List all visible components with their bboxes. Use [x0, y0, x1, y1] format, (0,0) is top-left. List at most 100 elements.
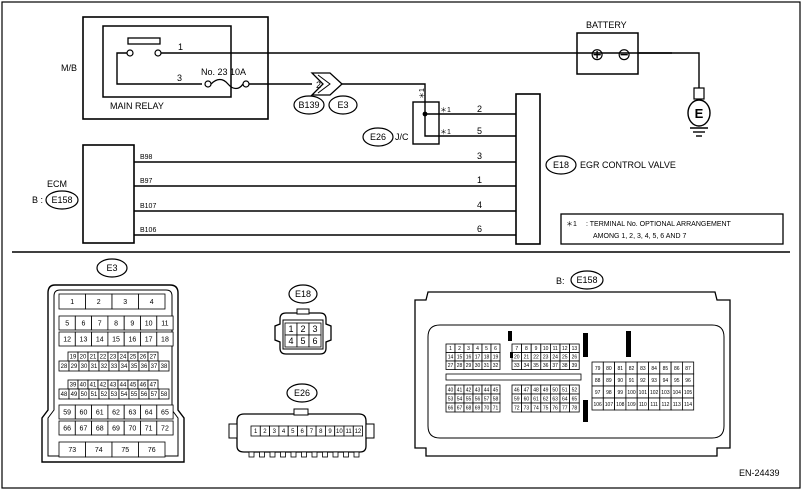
pin-number: 4	[282, 429, 286, 435]
pin-number: 100	[627, 390, 636, 396]
relay-coil	[127, 37, 161, 45]
pin-number: 47	[150, 383, 157, 389]
pin-number: 77	[562, 405, 568, 411]
pin-number: 59	[514, 396, 520, 402]
pin-number: 114	[684, 402, 692, 408]
pin-number: 92	[640, 378, 646, 384]
b139-pin: 2	[316, 80, 321, 90]
pin-number: 24	[552, 355, 558, 361]
e26-badge	[286, 383, 318, 403]
relay-contact-left	[126, 49, 134, 57]
pin-number: 45	[130, 383, 137, 389]
pin-number: 45	[493, 387, 499, 393]
pin-number: 52	[572, 387, 578, 393]
pin-number: 33	[111, 364, 118, 370]
pin-number: 66	[448, 405, 454, 411]
e26-ear-right	[365, 423, 375, 439]
wire-label-b97: B97	[140, 178, 153, 185]
pin-number: 94	[663, 378, 669, 384]
pin-number: 63	[128, 410, 136, 417]
pin-number: 62	[112, 410, 120, 417]
e26-badge-top	[362, 127, 394, 147]
pin-number: 27	[448, 363, 454, 369]
jc-star-2: ＊1	[440, 129, 451, 136]
pin-number: 23	[110, 355, 117, 361]
pin-number: 43	[110, 383, 117, 389]
pin-number: 22	[100, 355, 107, 361]
main-relay-box	[102, 25, 232, 98]
pin-number: 82	[629, 366, 635, 372]
pin-number: 15	[112, 337, 120, 344]
pin-number: 26	[140, 355, 147, 361]
pin-number: 4	[476, 346, 479, 352]
e3-badge-top	[328, 95, 358, 115]
pin-number: 27	[150, 355, 157, 361]
pin-cell	[156, 404, 174, 420]
e26-foot	[322, 451, 328, 458]
pin-number: 4	[150, 299, 154, 306]
pin-number: 28	[61, 364, 68, 370]
pin-number: 46	[140, 383, 147, 389]
pin-number: 13	[80, 337, 88, 344]
b139-label: B139	[298, 100, 319, 110]
pin-number: 88	[595, 378, 601, 384]
e158-label: E158	[576, 275, 597, 285]
e18-label: E18	[295, 289, 311, 299]
pin-number: 31	[484, 363, 490, 369]
pin-number: 96	[685, 378, 691, 384]
pin-number: 67	[457, 405, 463, 411]
ecm-box	[82, 144, 135, 244]
pin-number: 42	[100, 383, 107, 389]
jc-label: J/C	[395, 132, 409, 142]
pin-number: 28	[457, 363, 463, 369]
pin-number: 19	[70, 355, 77, 361]
e3-label-top: E3	[337, 100, 348, 110]
relay-pin-3: 3	[177, 73, 182, 83]
e158-badge-top	[45, 190, 79, 210]
pin-cell	[490, 402, 501, 413]
pin-number: 5	[291, 429, 295, 435]
pin-number: 109	[627, 402, 636, 408]
pin-number: 8	[114, 321, 118, 328]
pin-number: 13	[572, 346, 578, 352]
relay-pin-1: 1	[178, 42, 183, 52]
pin-number: 71	[493, 405, 499, 411]
pin-number: 20	[80, 355, 87, 361]
pin-number: 12	[562, 346, 568, 352]
pin-number: 3	[312, 324, 317, 334]
pin-number: 20	[514, 355, 520, 361]
pin-number: 57	[151, 392, 158, 398]
pin-number: 10	[543, 346, 549, 352]
pin-number: 15	[457, 355, 463, 361]
mb-box	[82, 16, 269, 120]
pin-number: 95	[674, 378, 680, 384]
pin-number: 38	[562, 363, 568, 369]
pin-number: 76	[148, 447, 156, 454]
egr-pin-3: 3	[477, 151, 482, 161]
pin-number: 58	[161, 392, 168, 398]
pin-cell	[569, 360, 580, 370]
pin-number: 102	[650, 390, 659, 396]
e26-foot	[343, 451, 349, 458]
pin-number: 2	[300, 324, 305, 334]
ground-label: E	[695, 106, 704, 121]
pin-number: 47	[524, 387, 530, 393]
pin-number: 9	[535, 346, 538, 352]
pin-number: 111	[650, 402, 658, 408]
wire-label-b98: B98	[140, 154, 153, 161]
pin-number: 74	[95, 447, 103, 454]
pin-number: 19	[493, 355, 499, 361]
ground-terminal	[693, 87, 705, 100]
pin-number: 101	[639, 390, 648, 396]
pin-number: 59	[63, 410, 71, 417]
pin-number: 11	[346, 429, 353, 435]
pin-number: 64	[562, 396, 568, 402]
e3-housing-inner	[47, 289, 179, 457]
pin-number: 76	[552, 405, 558, 411]
